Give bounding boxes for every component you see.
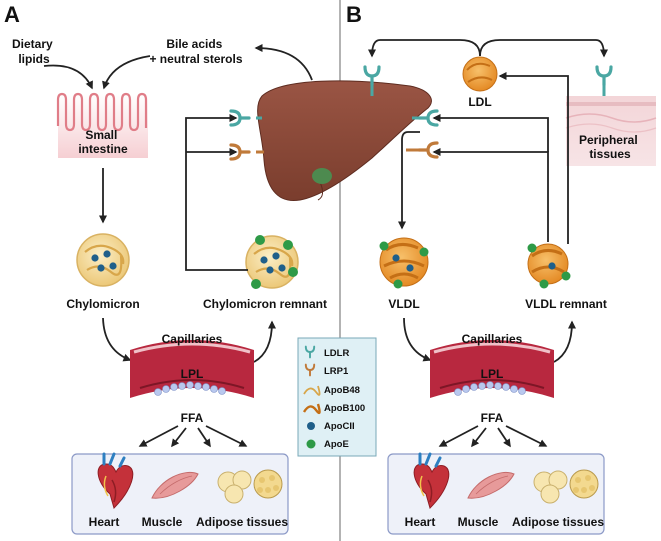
muscle-label-b: Muscle: [458, 515, 499, 529]
ffa-label-a: FFA: [181, 411, 204, 425]
apoe-dot-icon: [306, 439, 316, 449]
arrow-liver-to-vldl: [398, 131, 420, 230]
capillaries-label-b: Capillaries: [462, 332, 523, 346]
svg-text:ApoB48: ApoB48: [324, 385, 360, 396]
arrow-dietary-to-intestine: [43, 64, 93, 90]
arrow-remnant-to-ldlr: [185, 114, 248, 271]
arrow-ldl-to-liver-ldlr: [368, 39, 481, 58]
panel-a-letter: A: [4, 2, 20, 27]
panel-b-letter: B: [346, 2, 362, 27]
arrow-vldl-remnant-to-ldlr: [432, 114, 549, 152]
arrow-capillary-to-vldl-remnant: [553, 320, 576, 363]
arrow-vldl-remnant-to-ldl: [498, 72, 569, 244]
vldl-particle-icon: [379, 237, 429, 289]
chylomicron-particle-icon: [75, 232, 131, 288]
legend-item-apob100: ApoB100: [302, 403, 365, 415]
arrow-liver-to-bile: [254, 44, 313, 81]
adipose-label-a: Adipose tissues: [196, 515, 288, 529]
legend-item-apoe: ApoE: [306, 439, 349, 450]
ldl-particle-icon: [462, 56, 498, 92]
ffa-arrows-b: [438, 425, 548, 448]
svg-text:LDLR: LDLR: [324, 348, 349, 359]
peripheral-tissues-label: Peripheral tissues: [579, 133, 641, 161]
chylomicron-remnant-label: Chylomicron remnant: [203, 297, 327, 311]
peripheral-tissue-icon: [565, 96, 657, 166]
legend-item-apob48: ApoB48: [303, 385, 360, 396]
capillaries-label-a: Capillaries: [162, 332, 223, 346]
heart-label-b: Heart: [405, 515, 436, 529]
adipose-label-b: Adipose tissues: [512, 515, 604, 529]
heart-label-a: Heart: [89, 515, 120, 529]
legend-item-ldlr: LDLR: [304, 345, 349, 359]
lpl-label-b: LPL: [481, 367, 504, 381]
arrow-vldl-to-capillary: [403, 317, 432, 362]
svg-text:LRP1: LRP1: [324, 366, 349, 377]
arrow-ldl-to-peripheral: [479, 39, 608, 58]
small-intestine-icon: [56, 92, 148, 158]
lpl-label-a: LPL: [181, 367, 204, 381]
arrow-capillary-to-remnant: [253, 320, 276, 363]
apob48-strand-icon: [303, 385, 321, 396]
ldl-label: LDL: [468, 95, 491, 109]
vldl-remnant-label: VLDL remnant: [525, 297, 607, 311]
svg-text:ApoCII: ApoCII: [324, 421, 355, 432]
chylomicron-label: Chylomicron: [66, 297, 139, 311]
ffa-label-b: FFA: [481, 411, 504, 425]
apob100-strand-icon: [302, 403, 321, 415]
chylomicron-remnant-particle-icon: [244, 234, 300, 290]
capillary-vessel-b: [430, 340, 554, 398]
dietary-lipids-label: Dietary lipids: [12, 37, 56, 66]
legend-box: [297, 337, 377, 457]
legend-item-apocii: ApoCII: [307, 421, 355, 432]
legend-item-lrp1: LRP1: [304, 363, 349, 377]
ffa-arrows-a: [138, 425, 248, 448]
svg-text:ApoB100: ApoB100: [324, 403, 365, 414]
liver-icon: [257, 80, 432, 202]
arrow-bile-to-intestine: [102, 55, 151, 90]
capillary-vessel-a: [130, 340, 254, 398]
vldl-label: VLDL: [388, 297, 419, 311]
arrow-vldl-remnant-to-liver: [432, 148, 549, 242]
muscle-label-a: Muscle: [142, 515, 183, 529]
bile-acids-label: Bile acids + neutral sterols: [149, 37, 242, 66]
svg-text:ApoE: ApoE: [324, 439, 349, 450]
liver-lrp1-right-icon: [417, 141, 439, 159]
vldl-remnant-particle-icon: [527, 243, 571, 289]
peripheral-ldlr-icon: [595, 65, 613, 87]
apocii-dot-icon: [307, 422, 315, 430]
arrow-chylomicron-to-capillary: [102, 317, 132, 362]
small-intestine-label: Small intestine: [78, 128, 128, 156]
